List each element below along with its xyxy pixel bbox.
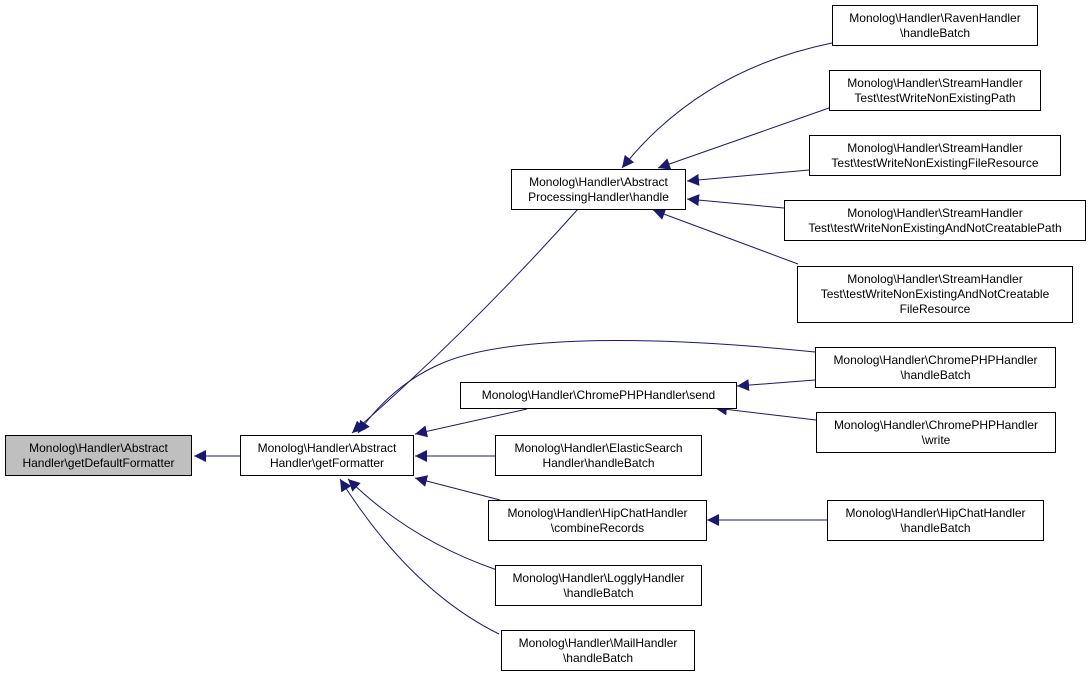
node-stream-handler-test-non-existing-file-resource[interactable]: Monolog\Handler\StreamHandler Test\testW…: [809, 135, 1061, 176]
edge-chromephp-handleBatch-to-getFormatter: [357, 340, 816, 434]
node-raven-handler-handle-batch[interactable]: Monolog\Handler\RavenHandler \handleBatc…: [832, 5, 1038, 46]
node-stream-handler-test-not-creatable-file-resource[interactable]: Monolog\Handler\StreamHandler Test\testW…: [797, 266, 1073, 323]
edge-chromephp-handleBatch-to-send: [736, 379, 816, 392]
node-mail-handler-handle-batch[interactable]: Monolog\Handler\MailHandler \handleBatch: [501, 630, 695, 671]
node-hipchat-handler-handle-batch[interactable]: Monolog\Handler\HipChatHandler \handleBa…: [827, 500, 1044, 541]
node-loggly-handler-handle-batch[interactable]: Monolog\Handler\LogglyHandler \handleBat…: [495, 565, 702, 606]
edge-stream-notcreatable-file-to-handle: [652, 208, 799, 265]
node-abstract-processing-handler-handle[interactable]: Monolog\Handler\Abstract ProcessingHandl…: [511, 169, 686, 210]
edge-stream-notcreatable-path-to-handle: [686, 194, 785, 209]
edge-chromephp-write-to-send: [714, 403, 817, 421]
node-stream-handler-test-non-existing-path[interactable]: Monolog\Handler\StreamHandler Test\testW…: [829, 70, 1041, 111]
node-abstract-handler-get-formatter[interactable]: Monolog\Handler\Abstract Handler\getForm…: [240, 435, 414, 476]
edge-mail-to-getFormatter: [339, 478, 500, 635]
node-chromephp-handler-handle-batch[interactable]: Monolog\Handler\ChromePHPHandler \handle…: [815, 347, 1056, 388]
node-chromephp-handler-write[interactable]: Monolog\Handler\ChromePHPHandler \write: [816, 412, 1056, 453]
node-hipchat-handler-combine-records[interactable]: Monolog\Handler\HipChatHandler \combineR…: [488, 500, 707, 541]
edge-send-to-getFormatter: [414, 408, 528, 438]
edge-raven-to-handle: [621, 42, 833, 169]
node-elasticsearch-handler-handle-batch[interactable]: Monolog\Handler\ElasticSearch Handler\ha…: [495, 435, 702, 476]
node-chromephp-handler-send[interactable]: Monolog\Handler\ChromePHPHandler\send: [460, 382, 737, 409]
node-abstract-handler-get-default-formatter: Monolog\Handler\Abstract Handler\getDefa…: [5, 435, 192, 476]
edge-combineRecords-to-getFormatter: [414, 475, 501, 501]
edge-stream-file-to-handle: [686, 169, 810, 186]
edge-loggly-to-getFormatter: [347, 478, 498, 571]
node-stream-handler-test-not-creatable-path[interactable]: Monolog\Handler\StreamHandler Test\testW…: [784, 200, 1086, 241]
edge-handle-to-getFormatter: [351, 208, 579, 434]
edge-stream-path-to-handle: [657, 107, 830, 170]
